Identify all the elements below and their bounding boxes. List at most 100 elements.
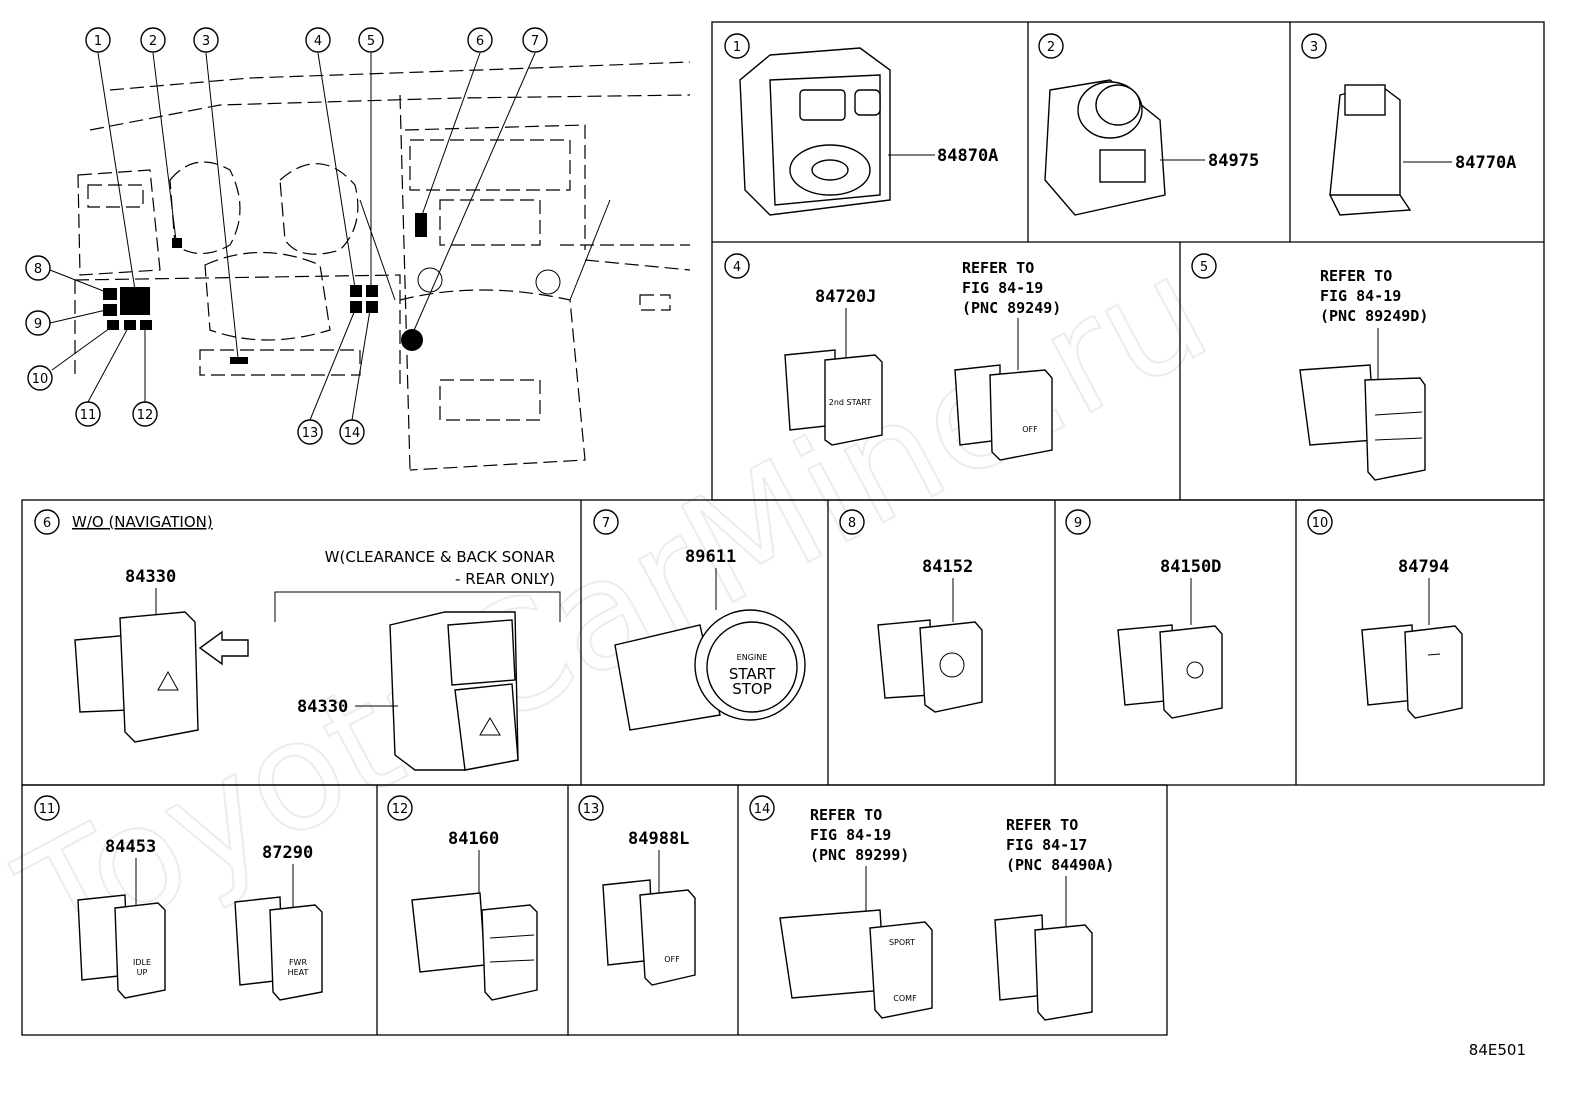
svg-text:SPORT: SPORT (889, 938, 915, 947)
panel-grid (21, 21, 1545, 1036)
svg-text:(PNC 89249): (PNC 89249) (962, 299, 1061, 317)
callout-11: 11 (75, 401, 101, 427)
svg-text:8: 8 (848, 516, 856, 531)
callout-3: 3 (193, 27, 219, 53)
svg-text:FIG 84-19: FIG 84-19 (1320, 287, 1401, 305)
panel-12: 12 84160 (387, 795, 538, 1001)
svg-text:2: 2 (149, 34, 157, 49)
panel-6: 6 W/O (NAVIGATION) 84330 W(CLEARANCE & B… (34, 509, 561, 771)
svg-text:(PNC 89299): (PNC 89299) (810, 846, 909, 864)
svg-text:COMF: COMF (893, 994, 917, 1003)
svg-text:11: 11 (80, 408, 97, 423)
svg-text:84160: 84160 (448, 829, 499, 849)
svg-text:OFF: OFF (664, 955, 680, 964)
panel-11: 11 84453 IDLE UP 87290 FWR HEAT (34, 795, 323, 1001)
svg-text:84988L: 84988L (628, 829, 689, 849)
svg-text:6: 6 (43, 516, 51, 531)
svg-text:5: 5 (1200, 260, 1208, 275)
svg-text:1: 1 (733, 40, 741, 55)
part-84720J: 84720J (815, 287, 876, 307)
svg-text:84794: 84794 (1398, 557, 1449, 577)
svg-text:6: 6 (476, 34, 484, 49)
svg-text:7: 7 (531, 34, 539, 49)
svg-text:87290: 87290 (262, 843, 313, 863)
svg-text:REFER TO: REFER TO (810, 806, 882, 824)
callout-1: 1 (85, 27, 111, 53)
svg-text:- REAR ONLY): - REAR ONLY) (455, 570, 555, 588)
svg-text:(PNC 89249D): (PNC 89249D) (1320, 307, 1428, 325)
callout-8: 8 (25, 255, 51, 281)
svg-text:OFF: OFF (1022, 425, 1038, 434)
svg-text:10: 10 (32, 372, 49, 387)
figure-code: 84E501 (1469, 1041, 1526, 1059)
svg-text:10: 10 (1312, 516, 1329, 531)
svg-text:ENGINE: ENGINE (737, 653, 768, 662)
svg-text:4: 4 (733, 260, 741, 275)
svg-text:IDLE: IDLE (133, 958, 151, 967)
svg-text:89611: 89611 (685, 547, 736, 567)
svg-text:3: 3 (1310, 40, 1318, 55)
svg-text:START: START (729, 665, 776, 683)
svg-text:STOP: STOP (732, 680, 772, 698)
svg-text:12: 12 (137, 408, 154, 423)
watermark: ToyotaCarMine.ru (0, 223, 1234, 992)
panel-14: 14 REFER TO FIG 84-19 (PNC 89299) SPORT … (749, 795, 1114, 1021)
callout-10: 10 (27, 365, 53, 391)
callout-12: 12 (132, 401, 158, 427)
callout-5: 5 (358, 27, 384, 53)
callout-6: 6 (467, 27, 493, 53)
svg-text:9: 9 (1074, 516, 1082, 531)
panel-6-title: W/O (NAVIGATION) (72, 513, 213, 531)
panel-5: 5 REFER TO FIG 84-19 (PNC 89249D) (1191, 253, 1428, 481)
panel-1: 1 84870A (724, 33, 998, 216)
svg-text:11: 11 (39, 802, 56, 817)
part-84870A: 84870A (937, 146, 998, 166)
svg-text:FIG 84-19: FIG 84-19 (962, 279, 1043, 297)
svg-text:12: 12 (392, 802, 409, 817)
part-84770A: 84770A (1455, 153, 1516, 173)
svg-text:HEAT: HEAT (288, 968, 309, 977)
callout-9: 9 (25, 310, 51, 336)
svg-text:W(CLEARANCE & BACK SONAR: W(CLEARANCE & BACK SONAR (325, 548, 555, 566)
svg-text:FIG 84-19: FIG 84-19 (810, 826, 891, 844)
svg-text:84330: 84330 (297, 697, 348, 717)
svg-text:84152: 84152 (922, 557, 973, 577)
dashboard-overview (49, 52, 691, 471)
svg-text:FWR: FWR (289, 958, 308, 967)
svg-text:14: 14 (344, 426, 361, 441)
svg-text:2: 2 (1047, 40, 1055, 55)
callout-4: 4 (305, 27, 331, 53)
svg-text:2nd START: 2nd START (829, 398, 872, 407)
svg-text:5: 5 (367, 34, 375, 49)
svg-text:4: 4 (314, 34, 322, 49)
panel-4: 4 84720J 2nd START REFER TO FIG 84-19 (P… (724, 253, 1061, 461)
panel-8: 8 84152 (839, 509, 983, 713)
svg-text:14: 14 (754, 802, 771, 817)
overview-callouts: 1 2 3 4 5 6 7 8 9 10 11 12 13 14 (25, 27, 548, 445)
callout-14: 14 (339, 419, 365, 445)
svg-text:(PNC 84490A): (PNC 84490A) (1006, 856, 1114, 874)
svg-text:84330: 84330 (125, 567, 176, 587)
panel-10: 10 84794 (1307, 509, 1463, 719)
svg-text:13: 13 (583, 802, 600, 817)
svg-text:REFER TO: REFER TO (1006, 816, 1078, 834)
callout-13: 13 (297, 419, 323, 445)
callout-2: 2 (140, 27, 166, 53)
svg-text:9: 9 (34, 317, 42, 332)
svg-text:3: 3 (202, 34, 210, 49)
svg-text:REFER TO: REFER TO (1320, 267, 1392, 285)
part-84975: 84975 (1208, 151, 1259, 171)
svg-text:13: 13 (302, 426, 319, 441)
svg-text:84453: 84453 (105, 837, 156, 857)
panel-3: 3 84770A (1301, 33, 1516, 216)
panel-13: 13 84988L OFF (578, 795, 696, 986)
svg-text:UP: UP (137, 968, 148, 977)
svg-text:7: 7 (602, 516, 610, 531)
callout-7: 7 (522, 27, 548, 53)
svg-text:8: 8 (34, 262, 42, 277)
panel-9: 9 84150D (1065, 509, 1223, 719)
svg-text:1: 1 (94, 34, 102, 49)
svg-text:REFER TO: REFER TO (962, 259, 1034, 277)
panel-7: 7 89611 ENGINE START STOP (593, 509, 806, 731)
